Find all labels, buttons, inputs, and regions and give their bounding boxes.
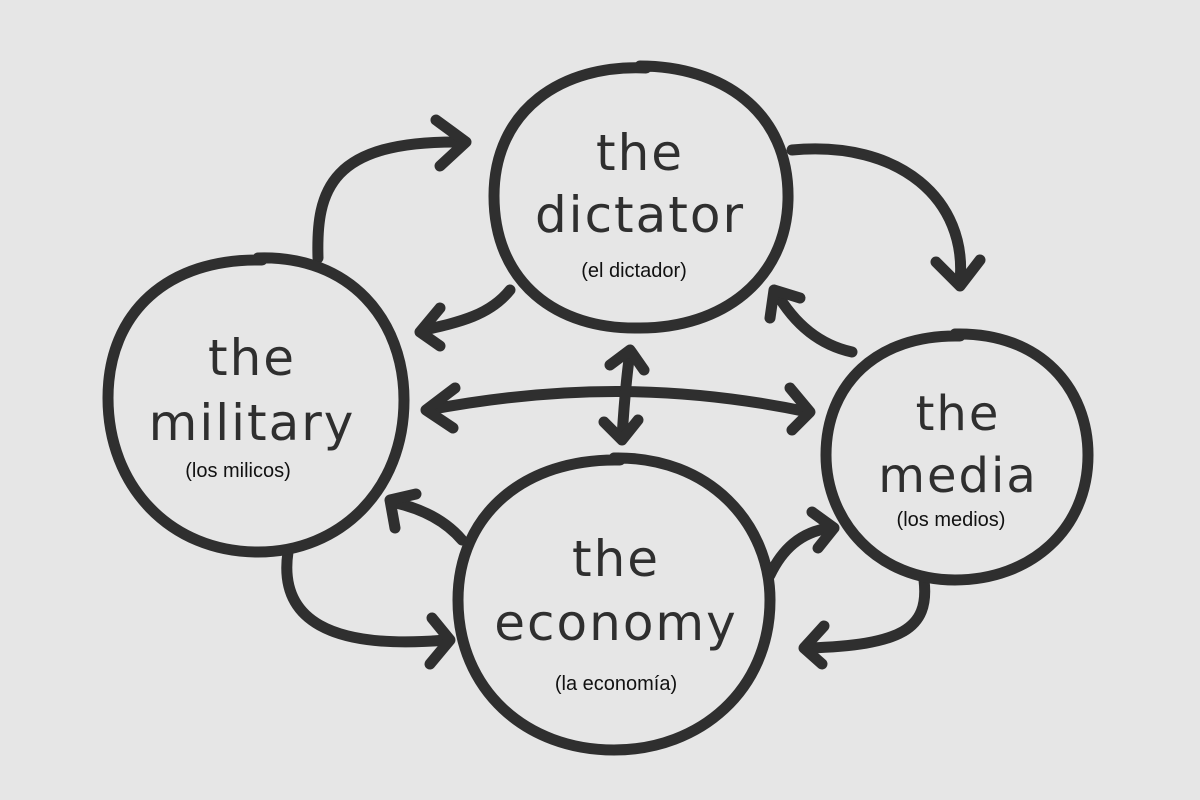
node-dictator: the dictator (el dictador) [488,60,794,334]
arrow-media-to-economy [798,574,931,670]
node-military-circle [102,252,410,558]
node-media-line2: media [878,448,1038,504]
node-economy: the economy (la economía) [452,452,776,756]
node-military-line2: military [149,394,356,452]
node-economy-translation: (la economía) [555,673,677,695]
node-military-line1: the [208,329,296,387]
arrow-military-to-dictator [312,114,472,264]
node-economy-circle [452,452,776,756]
node-economy-line1: the [572,530,660,588]
node-media-translation: (los medios) [897,509,1006,531]
arrow-dictator-economy-bidirectional [598,344,650,446]
node-media-line1: the [916,386,1001,442]
arrow-dictator-to-military [414,284,516,352]
arrow-economy-to-military [384,488,468,546]
node-media-circle [820,328,1094,586]
node-dictator-translation: (el dictador) [581,260,687,282]
node-dictator-line1: the [596,124,684,182]
arrow-military-media-bidirectional [420,382,816,436]
node-media: the media (los medios) [820,328,1094,586]
node-dictator-circle [488,60,794,334]
node-dictator-line2: dictator [535,186,745,244]
arrow-media-to-dictator [764,284,858,358]
node-military-translation: (los milicos) [185,460,291,482]
arrow-dictator-to-media [786,143,986,292]
node-economy-line2: economy [494,594,737,652]
arrow-economy-to-media [764,506,840,581]
arrow-military-to-economy [281,546,456,670]
node-military: the military (los milicos) [102,252,410,558]
